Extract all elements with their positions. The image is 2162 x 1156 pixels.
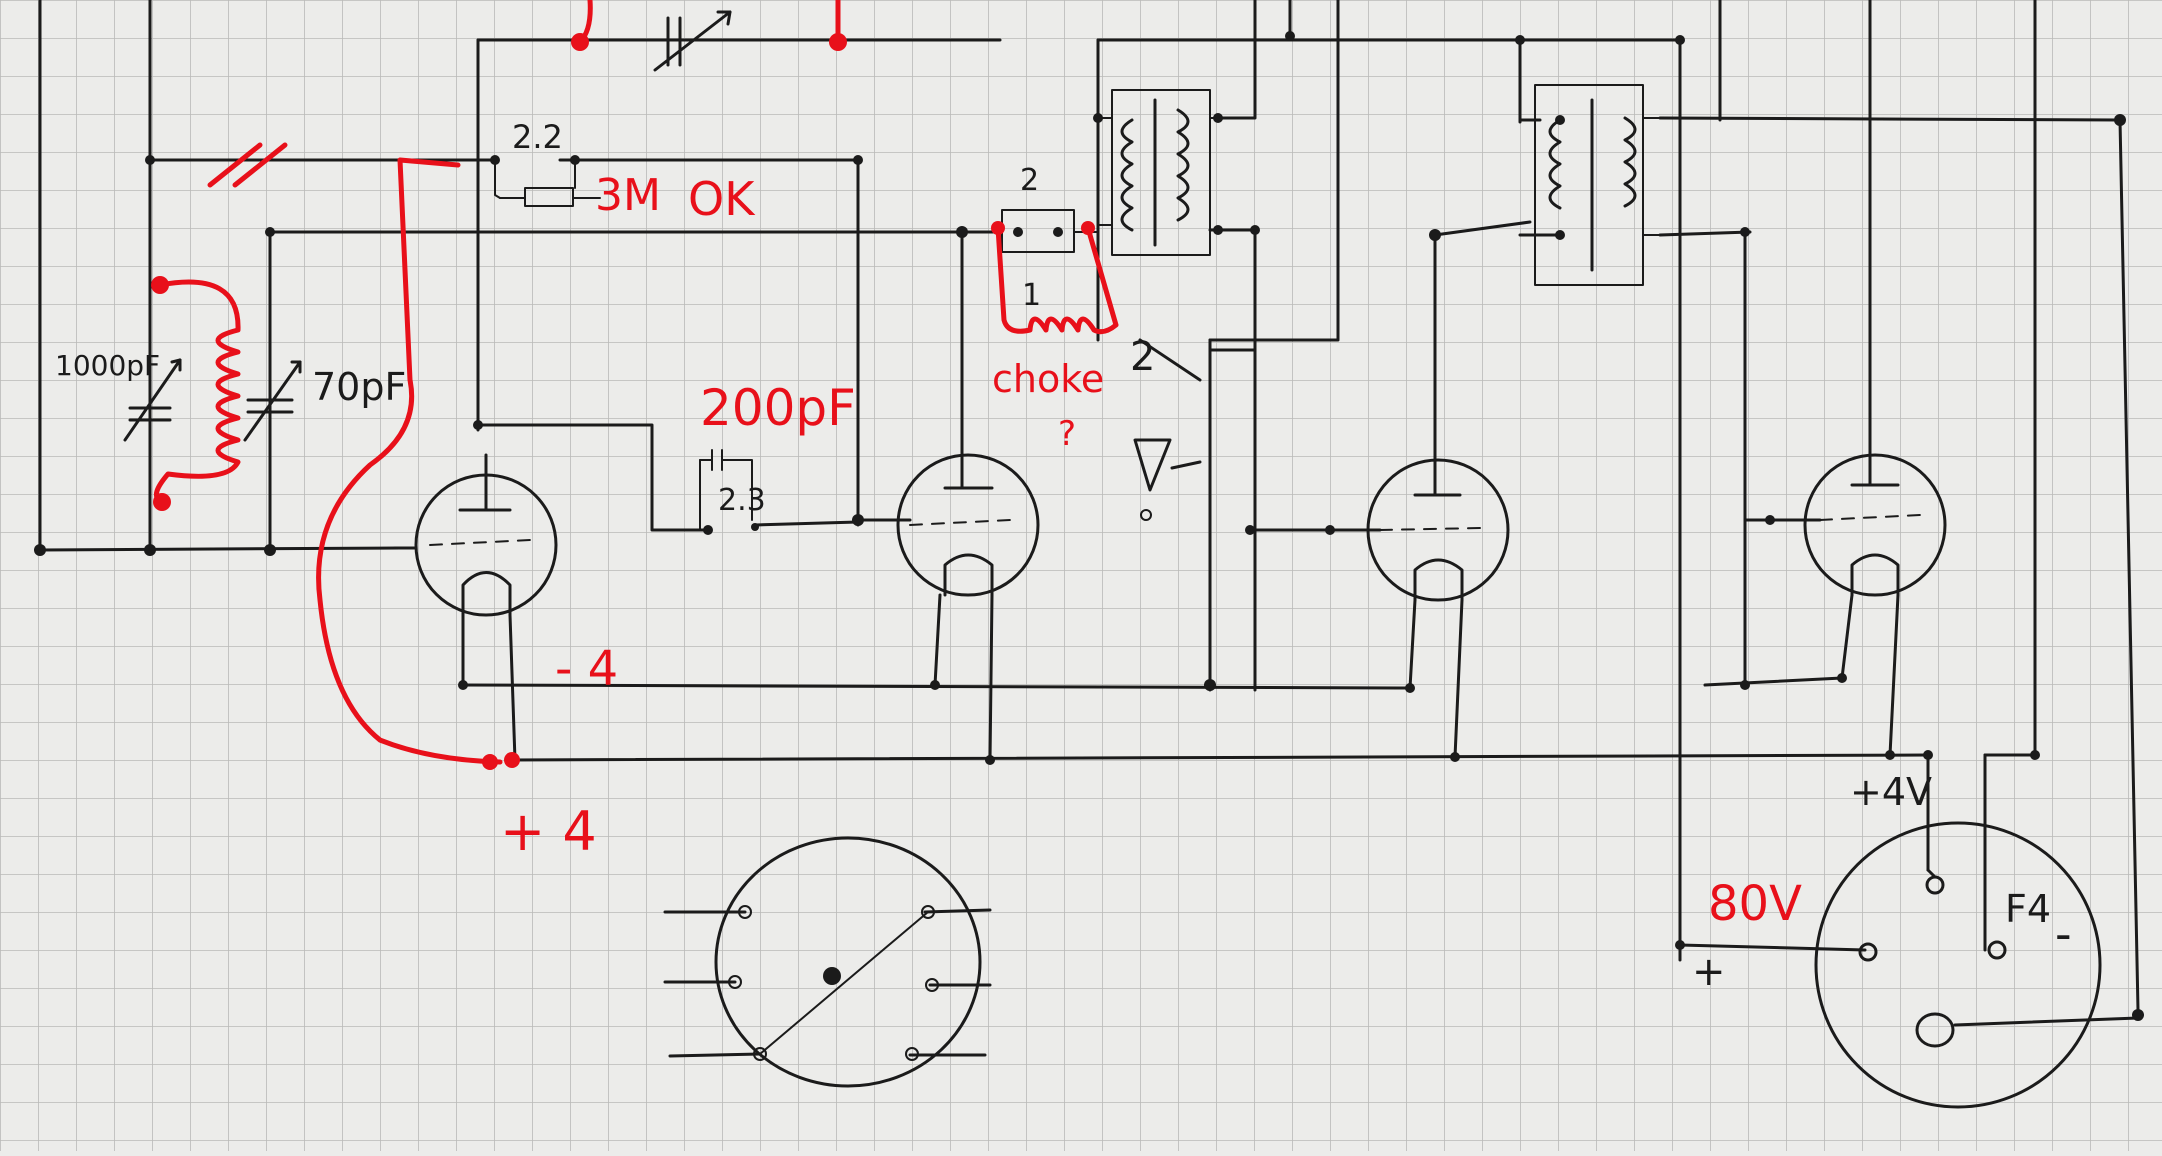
- label-2-2: 2.2: [512, 118, 563, 156]
- variable-capacitor-1000pf: [123, 358, 182, 552]
- wiring: [38, 0, 2140, 1027]
- red-annotations: [151, 0, 1119, 770]
- tube-3: [1328, 458, 1510, 759]
- label-80v: 80V: [1708, 876, 1802, 932]
- label-3m: 3M: [595, 170, 661, 221]
- power-socket-right: [1814, 821, 2102, 1109]
- label-plus: +: [1692, 949, 1726, 995]
- label-70pf: 70pF: [312, 365, 406, 409]
- label-plus-4: + 4: [500, 800, 597, 863]
- variable-capacitor-top: [653, 10, 732, 72]
- label-minus-4: - 4: [555, 641, 618, 697]
- resistor-3m: [490, 155, 601, 207]
- label-choke-1: 1: [1022, 278, 1041, 313]
- transformer-2: [1519, 84, 1661, 286]
- tube-4: [1768, 413, 1947, 757]
- label-choke: choke: [992, 357, 1104, 401]
- label-2-3: 2.3: [718, 483, 766, 518]
- label-minus: -: [2055, 907, 2072, 961]
- tube-1: [393, 453, 558, 762]
- capacitor-200pf: [699, 449, 759, 535]
- label-ok: OK: [688, 172, 756, 226]
- tube-socket-left: [663, 836, 992, 1088]
- labels: 3M OK 2.2 200pF 2.3 1000pF 70pF choke ? …: [55, 118, 2072, 995]
- detector-symbols: [1133, 338, 1257, 521]
- variable-capacitor-70pf: [243, 230, 302, 442]
- label-1000pf: 1000pF: [55, 349, 160, 382]
- label-choke-question: ?: [1058, 414, 1076, 454]
- label-detector-2: 2: [1130, 334, 1155, 380]
- label-plus-4v: +4V: [1850, 770, 1932, 814]
- junction-dots: [34, 31, 2144, 1021]
- tube-2: [856, 453, 1040, 762]
- label-choke-2: 2: [1020, 163, 1039, 198]
- label-200pf: 200pF: [700, 379, 856, 437]
- label-f4: F4: [2005, 887, 2051, 931]
